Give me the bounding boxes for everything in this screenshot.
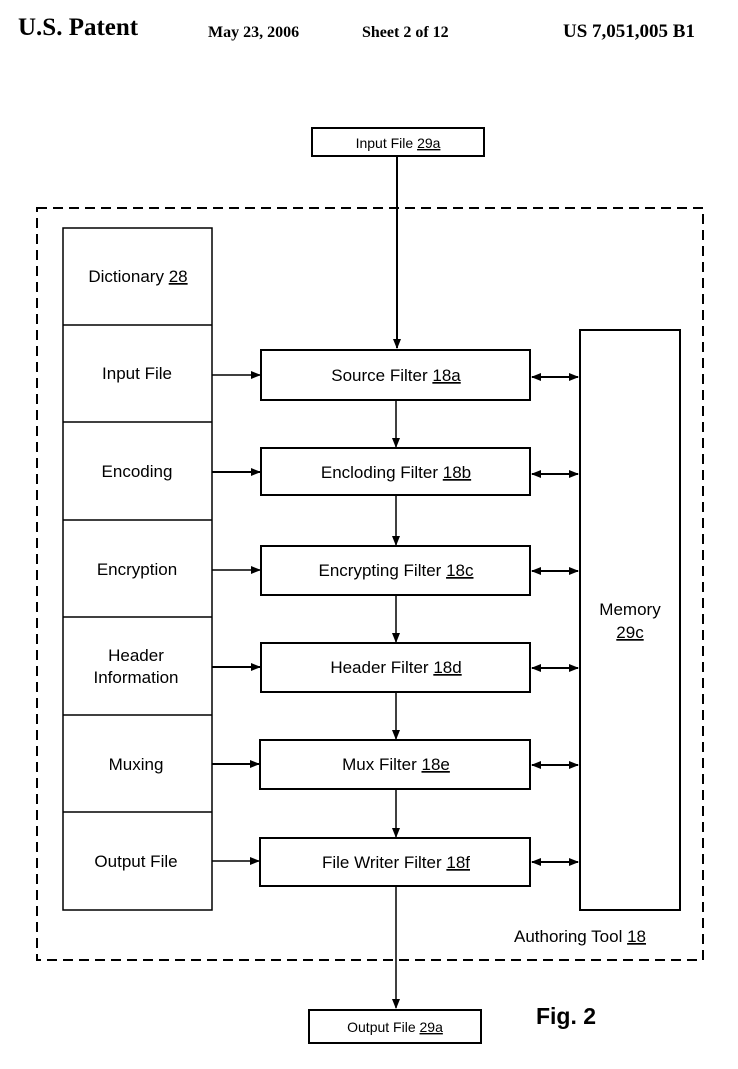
patent-number: US 7,051,005 B1 — [563, 21, 695, 42]
filter-box-encrypting: Encrypting Filter 18c — [260, 545, 531, 596]
dictionary-entry-line2: Information — [93, 668, 178, 687]
svg-text:Input File 29a: Input File 29a — [356, 135, 441, 151]
svg-text:Encloding Filter 18b: Encloding Filter 18b — [321, 463, 471, 482]
filter-box-mux: Mux Filter 18e — [259, 739, 531, 790]
output-file-box: Output File 29a — [308, 1009, 482, 1044]
filter-box-encoding: Encloding Filter 18b — [260, 447, 531, 496]
svg-text:Header Filter 18d: Header Filter 18d — [330, 658, 461, 677]
figure-label: Fig. 2 — [536, 1003, 596, 1029]
filter-box-source: Source Filter 18a — [260, 349, 531, 401]
dictionary-entry: Muxing — [109, 755, 164, 774]
patent-header-title: U.S. Patent — [18, 14, 139, 41]
input-file-box: Input File 29a — [311, 127, 485, 157]
dictionary-entry: Output File — [94, 852, 177, 871]
dictionary-entry: Encryption — [97, 560, 177, 579]
sheet-number: Sheet 2 of 12 — [362, 24, 449, 41]
svg-text:29c: 29c — [616, 623, 644, 642]
svg-text:Mux Filter 18e: Mux Filter 18e — [342, 755, 450, 774]
authoring-tool-label: Authoring Tool 18 — [514, 927, 646, 946]
svg-text:File Writer Filter 18f: File Writer Filter 18f — [322, 853, 470, 872]
dictionary-entry: Header — [108, 646, 164, 665]
dictionary-title: Dictionary 28 — [88, 267, 187, 286]
filter-box-header: Header Filter 18d — [260, 642, 531, 693]
dictionary-entry: Input File — [102, 364, 172, 383]
memory-box: Memory 29c — [579, 329, 681, 911]
dictionary-table: Dictionary 28 Input File Encoding Encryp… — [62, 227, 213, 911]
svg-text:Output File 29a: Output File 29a — [347, 1019, 443, 1035]
patent-date: May 23, 2006 — [208, 24, 300, 41]
svg-text:Encrypting Filter 18c: Encrypting Filter 18c — [319, 561, 474, 580]
dictionary-entry: Encoding — [102, 462, 173, 481]
authoring-tool-boundary — [36, 207, 704, 961]
filter-box-file-writer: File Writer Filter 18f — [259, 837, 531, 887]
svg-text:Source Filter 18a: Source Filter 18a — [331, 366, 461, 385]
svg-text:Memory: Memory — [599, 600, 661, 619]
